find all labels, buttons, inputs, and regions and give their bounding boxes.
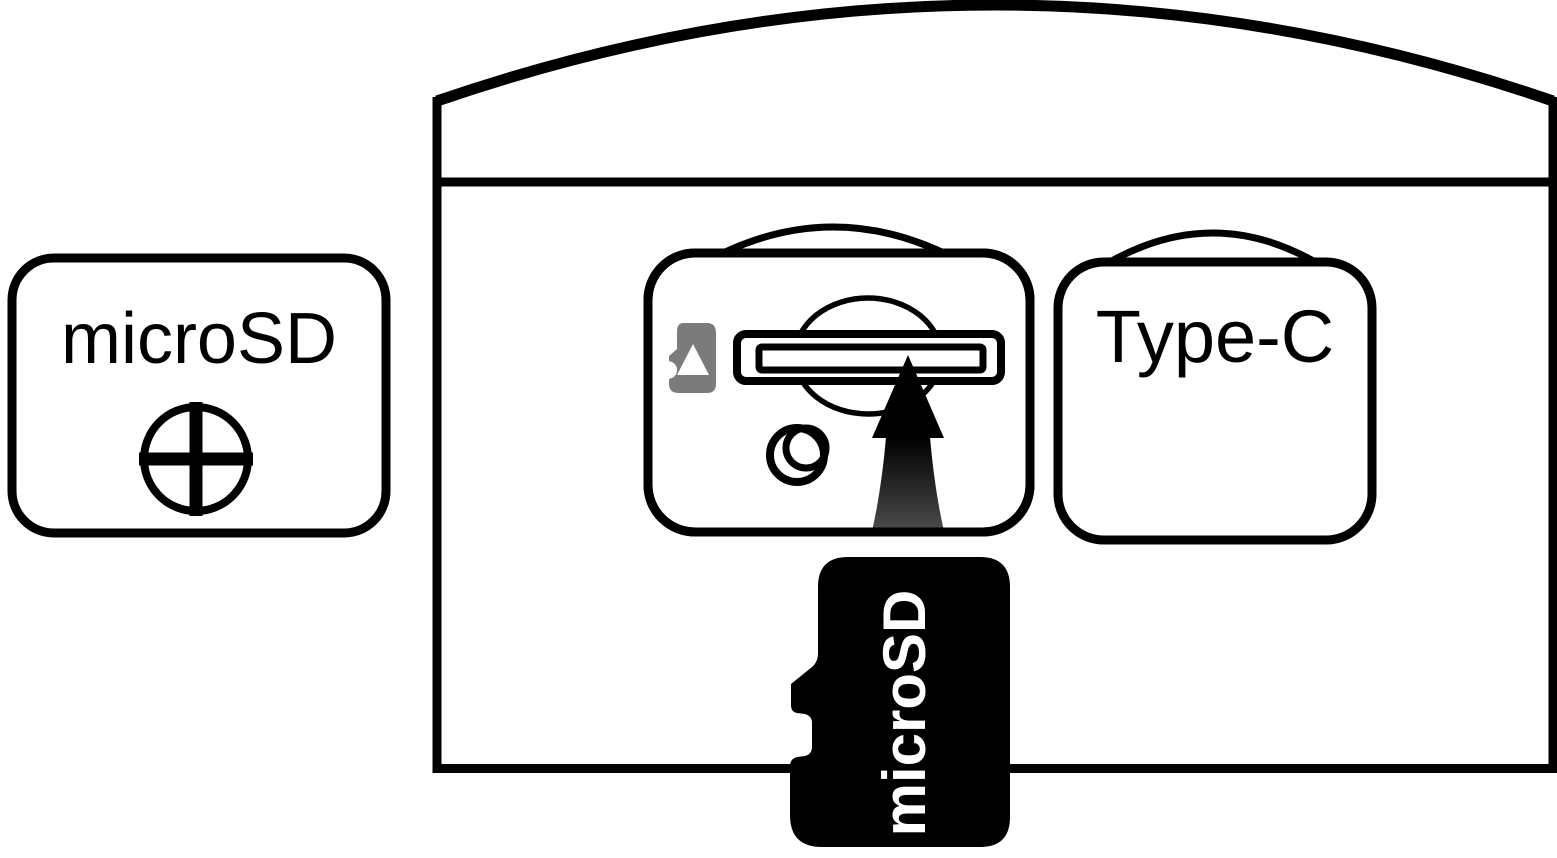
card-slot-opening[interactable] (755, 343, 987, 374)
microsd-card[interactable]: microSD (790, 557, 1010, 847)
microsd-port-panel (643, 223, 1035, 537)
microsd-card-body[interactable] (790, 557, 1010, 847)
insert-arrow-icon (872, 355, 944, 531)
typec-label: Type-C (1096, 295, 1335, 378)
device-top-dome (435, 0, 1555, 107)
legend-badge-outline (7, 253, 391, 538)
microsd-panel-outline-top (643, 248, 1035, 537)
crescent-circle-icon (766, 424, 830, 486)
arrow-head (872, 355, 944, 438)
typec-panel-outline (1053, 257, 1377, 545)
card-icon-triangle (677, 344, 709, 375)
microsd-card-label: microSD (871, 590, 938, 837)
typec-port-panel: Type-C (1053, 229, 1377, 545)
circle-plus-icon (139, 402, 253, 516)
microsd-legend-badge: microSD (7, 253, 391, 538)
microsd-card-icon (669, 323, 716, 393)
legend-microsd-label: microSD (61, 299, 337, 379)
microsd-panel-dome (711, 223, 956, 262)
typec-panel-dome (1101, 229, 1324, 270)
arrow-tail (872, 437, 944, 531)
